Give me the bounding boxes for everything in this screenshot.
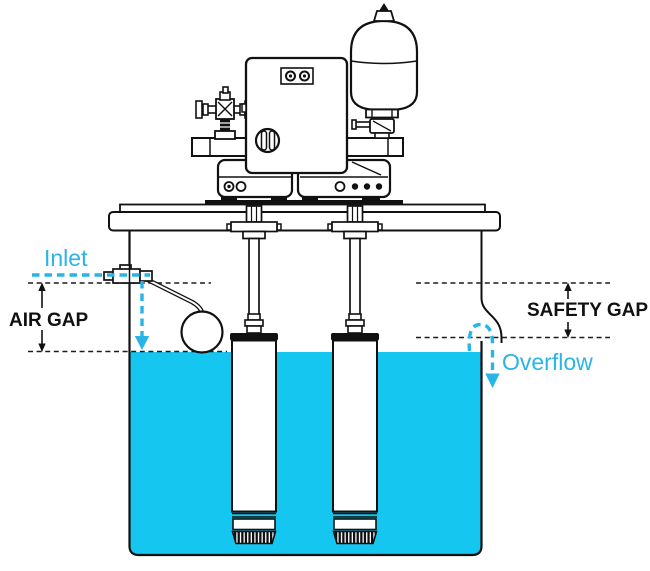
indicator-light — [285, 70, 296, 82]
pump-left — [226, 205, 282, 545]
overflow-flow-arrow — [467, 322, 500, 388]
tank-lid — [108, 203, 501, 232]
cross-valve — [195, 86, 252, 140]
float-ball — [180, 310, 224, 354]
overflow-label: Overflow — [502, 349, 593, 375]
safety-gap-label: SAFETY GAP — [527, 300, 649, 321]
inlet-label: Inlet — [44, 245, 88, 271]
control-box — [241, 56, 349, 175]
indicator-light — [299, 70, 310, 82]
expansion-vessel — [349, 3, 419, 139]
float-valve — [103, 264, 224, 354]
overflow-spout — [480, 230, 503, 343]
pump-strainer — [332, 530, 378, 545]
vessel-cap — [372, 10, 396, 22]
vessel-valve — [351, 108, 399, 139]
pump-strainer — [231, 530, 277, 545]
tank-water — [130, 352, 481, 554]
pump-right — [327, 205, 383, 545]
inlet-flow-arrow — [32, 273, 150, 350]
break-tank — [128, 230, 503, 557]
port-dial — [254, 127, 281, 154]
air-gap-label: AIR GAP — [9, 310, 89, 331]
safety-gap-dimension — [416, 282, 610, 339]
